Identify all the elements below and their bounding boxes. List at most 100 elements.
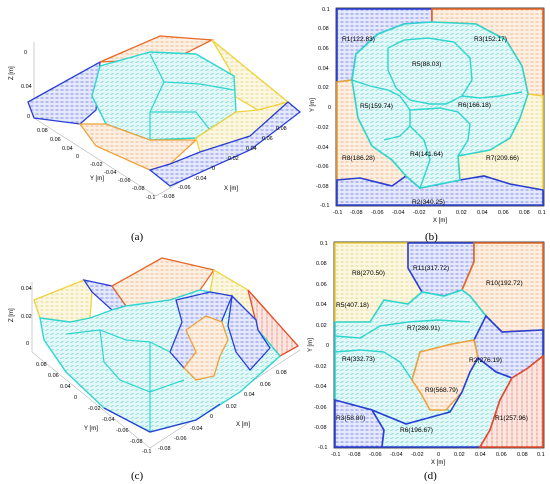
d-x-tick: -0.1 [331, 452, 340, 458]
c-y-tick: -0.08 [130, 439, 143, 445]
c-z-tick: 0 [26, 341, 29, 347]
b-y-tick: -0.08 [316, 184, 329, 190]
b-label-R5b: R5(159.74) [360, 103, 393, 110]
panel-c: 0.04 0.02 0 Z [m] 0.08 0.06 0.04 0 -0.02… [9, 257, 301, 482]
a-region-yellow-right [211, 39, 290, 111]
panel-a: 0 0.04 0 Z [m] 0.08 0.06 0.04 0 -0.02 -0… [9, 35, 302, 243]
d-x-tick: 0.04 [475, 452, 486, 458]
b-x-tick: -0.1 [333, 210, 342, 216]
d-x-tick: 0.08 [517, 452, 528, 458]
b-x-ticks: -0.1 -0.08 -0.06 -0.04 -0.02 0 0.02 0.04… [333, 210, 546, 216]
c-x-tick: -0.06 [174, 436, 187, 442]
b-region-cyan [351, 21, 529, 189]
c-y-tick: -0.06 [116, 428, 129, 434]
caption-c: (c) [131, 470, 144, 482]
a-x-tick: -0.04 [194, 176, 207, 182]
d-region-R6 [370, 356, 514, 448]
a-region-orange-bottom [78, 123, 198, 171]
b-x-label: X [m] [433, 218, 447, 224]
a-z-label: Z [m] [9, 66, 15, 80]
c-region-yellow-left [33, 279, 93, 323]
c-x-label: X [m] [236, 422, 250, 428]
d-x-tick: 0 [437, 452, 440, 458]
c-cyan-divider-1 [65, 329, 171, 353]
b-y-tick: -0.1 [320, 203, 329, 209]
b-x-tick: 0 [438, 210, 441, 216]
d-y-tick: 0.04 [316, 302, 327, 308]
d-x-ticks: -0.1 -0.08 -0.06 -0.04 -0.02 0 0.02 0.04… [331, 452, 545, 458]
b-region-labels: R1(122.83) R3(152.17) R5(88.03) R5(159.7… [342, 36, 519, 206]
d-y-tick: -0.04 [314, 384, 327, 390]
c-x-tick: -0.04 [190, 426, 203, 432]
c-z-ticks: 0.04 0.02 0 [21, 286, 32, 347]
d-cyan-divider-1 [334, 319, 471, 339]
b-y-tick: -0.06 [316, 164, 329, 170]
c-y-tick: 0.08 [36, 362, 47, 368]
b-y-tick: 0.08 [318, 26, 329, 32]
a-x-tick: 0.04 [246, 146, 257, 152]
b-label-R5a: R5(88.03) [412, 61, 441, 68]
b-region-R2 [336, 174, 544, 206]
d-x-tick: 0.02 [454, 452, 465, 458]
panel-b: R1(122.83) R3(152.17) R5(88.03) R5(159.7… [310, 7, 546, 243]
d-y-tick: -0.06 [314, 405, 327, 411]
d-region-R1 [478, 354, 544, 448]
a-cyan-divider-2 [163, 81, 235, 91]
d-y-tick: 0.06 [316, 282, 327, 288]
a-y-label: Y [m] [90, 176, 104, 182]
a-z-ticks: 0 0.04 0 [21, 50, 32, 120]
d-label-R7: R7(289.91) [407, 325, 440, 332]
d-region-labels: R8(270.50) R11(317.72) R10(192.72) R5(40… [336, 265, 528, 434]
d-label-R2: R2(276.19) [469, 357, 502, 364]
a-y-tick: -0.08 [132, 186, 145, 192]
c-z-label: Z [m] [9, 308, 15, 322]
d-label-R8: R8(270.50) [352, 270, 385, 277]
d-y-ticks: 0.1 0.08 0.06 0.04 0.02 0 -0.02 -0.04 -0… [314, 241, 329, 451]
a-y-tick: -0.1 [146, 195, 155, 201]
a-y-tick: 0.08 [37, 128, 48, 134]
d-cyan-divider-2 [334, 349, 413, 381]
b-label-R4: R4(141.64) [410, 151, 443, 158]
d-x-tick: 0.1 [537, 452, 545, 458]
d-label-R1: R1(257.96) [495, 415, 528, 422]
c-y-tick: 0.06 [48, 373, 59, 379]
caption-a: (a) [131, 231, 144, 243]
a-region-blue-bottom [148, 101, 302, 187]
b-x-tick: 0.02 [456, 210, 467, 216]
d-y-tick: -0.1 [318, 445, 327, 451]
c-x-tick: 0.04 [244, 392, 255, 398]
d-y-tick: 0.08 [316, 261, 327, 267]
d-label-R6: R6(196.67) [400, 427, 433, 434]
a-z-tick: 0.04 [21, 84, 32, 90]
b-label-R1: R1(122.83) [342, 36, 375, 43]
c-z-tick: 0.04 [21, 286, 32, 292]
c-x-tick: 0.08 [276, 370, 287, 376]
a-z-tick: 0 [24, 50, 27, 56]
b-label-R8: R8(186.28) [342, 155, 375, 162]
b-x-tick: -0.06 [371, 210, 384, 216]
b-x-tick: -0.08 [350, 210, 363, 216]
d-x-tick: -0.06 [369, 452, 382, 458]
a-x-label: X [m] [224, 186, 238, 192]
d-x-tick: 0.06 [496, 452, 507, 458]
c-z-tick: 0.02 [21, 314, 32, 320]
a-cyan-divider-1 [149, 53, 165, 140]
a-x-tick: 0 [212, 166, 215, 172]
b-y-tick: 0 [328, 105, 331, 111]
a-x-tick: 0.08 [276, 126, 287, 132]
c-x-tick: -0.08 [158, 446, 171, 452]
c-y-tick: 0.04 [60, 384, 71, 390]
c-x-tick: 0.02 [226, 404, 237, 410]
b-label-R7: R7(209.66) [486, 155, 519, 162]
c-x-tick: 0.06 [260, 382, 271, 388]
caption-d: (d) [424, 470, 437, 482]
b-y-tick: -0.04 [316, 145, 329, 151]
c-y-tick: -0.04 [102, 417, 115, 423]
d-x-tick: -0.04 [390, 452, 403, 458]
c-y-ticks: 0.08 0.06 0.04 0 -0.02 -0.04 -0.06 -0.08… [36, 362, 151, 455]
a-x-tick: 0.06 [262, 136, 273, 142]
b-x-tick: 0.04 [477, 210, 488, 216]
c-y-tick: -0.1 [142, 449, 151, 455]
b-x-tick: 0.08 [519, 210, 530, 216]
